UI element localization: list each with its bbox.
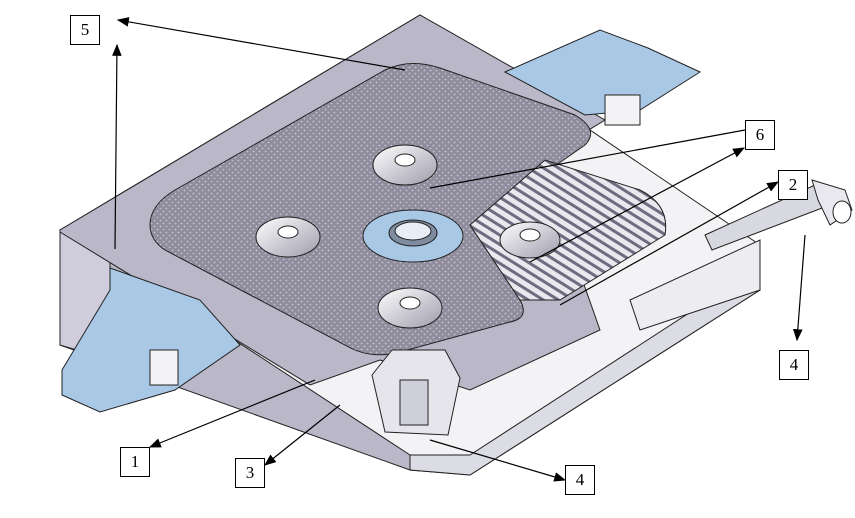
drainage-grooves: [469, 159, 667, 301]
callout-6: 6: [745, 120, 775, 150]
callout-2: 2: [778, 170, 808, 200]
right-handle: [503, 29, 702, 126]
callout-3: 3: [235, 458, 265, 488]
callout-4-bottom: 4: [565, 465, 595, 495]
leader-lines: [112, 17, 806, 482]
support-bosses: [255, 144, 561, 329]
center-feed-port: [362, 209, 464, 263]
callout-5: 5: [70, 15, 100, 45]
corner-port: [371, 349, 461, 436]
callout-1: 1: [120, 447, 150, 477]
left-handle: [61, 267, 241, 413]
callout-4-right: 4: [779, 350, 809, 380]
outlet-pipe: [704, 179, 853, 251]
